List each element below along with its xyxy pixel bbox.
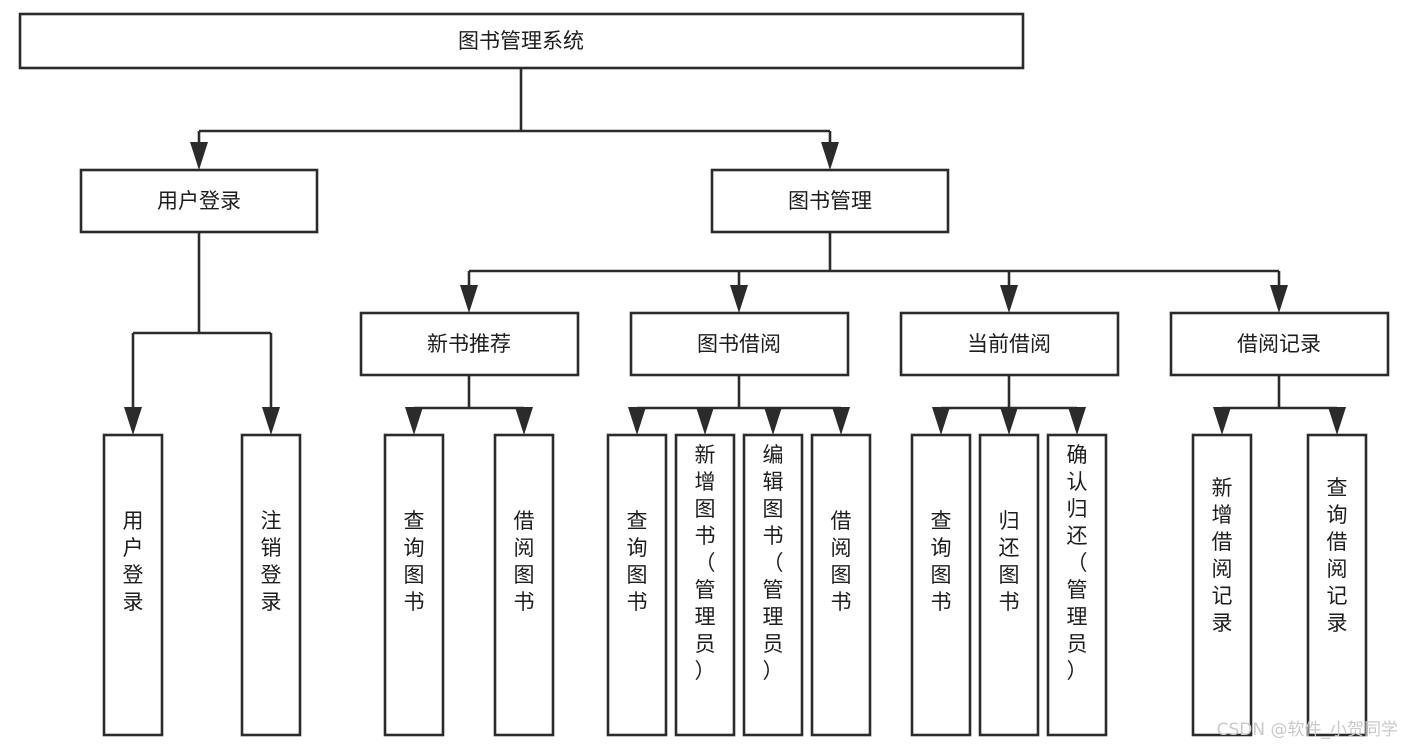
node-leaf-user-logout-label: 注销登录 [261,509,282,614]
node-root-label: 图书管理系统 [458,29,584,53]
node-book-manage-label: 图书管理 [788,189,872,213]
connector-newbook-to-leaves [405,375,533,435]
arrow-head-icon [515,407,533,435]
node-leaf-query-book-1[interactable]: 查询图书 [383,433,445,737]
node-leaf-query-book-3-label: 查询图书 [931,509,952,614]
node-leaf-query-book-3[interactable]: 查询图书 [910,433,972,737]
node-leaf-user-logout[interactable]: 注销登录 [240,433,302,737]
arrow-head-icon [628,407,646,435]
node-leaf-confirm-return[interactable]: 确认归还（管理员） [1046,433,1108,737]
arrow-head-icon [764,407,782,435]
node-user-login[interactable]: 用户登录 [79,168,319,234]
node-leaf-user-login[interactable]: 用户登录 [102,433,164,737]
node-user-login-label: 用户登录 [157,189,241,213]
node-leaf-borrow-book-1[interactable]: 借阅图书 [493,433,555,737]
arrow-head-icon [405,407,423,435]
arrow-head-icon [190,142,208,170]
node-leaf-query-record-label: 查询借阅记录 [1327,476,1348,635]
node-leaf-add-book-label: 新增图书（管理员） [695,443,716,683]
node-leaf-return-book[interactable]: 归还图书 [978,433,1040,737]
node-leaf-edit-book-label: 编辑图书（管理员） [763,443,784,683]
arrow-head-icon [262,407,280,435]
node-leaf-return-book-label: 归还图书 [999,509,1020,614]
node-book-manage[interactable]: 图书管理 [710,168,950,234]
node-book-borrow[interactable]: 图书借阅 [629,311,850,377]
node-borrow-record-label: 借阅记录 [1237,332,1321,356]
node-leaf-add-book[interactable]: 新增图书（管理员） [674,433,736,737]
arrow-head-icon [124,407,142,435]
node-leaf-add-record[interactable]: 新增借阅记录 [1191,433,1253,737]
node-leaf-edit-book[interactable]: 编辑图书（管理员） [742,433,804,737]
node-root[interactable]: 图书管理系统 [18,12,1025,70]
node-current-borrow[interactable]: 当前借阅 [899,311,1120,377]
node-current-borrow-label: 当前借阅 [967,332,1051,356]
node-borrow-record[interactable]: 借阅记录 [1169,311,1390,377]
arrow-head-icon [1328,407,1346,435]
connector-userlogin-to-leaves [124,232,280,435]
arrow-head-icon [696,407,714,435]
node-leaf-confirm-return-label: 确认归还（管理员） [1067,443,1088,683]
node-leaf-borrow-book-2[interactable]: 借阅图书 [810,433,872,737]
arrow-head-icon [821,142,839,170]
arrow-head-icon [932,407,950,435]
connector-borrowrecord-to-leaves [1213,375,1346,435]
arrow-head-icon [460,285,478,313]
node-leaf-query-book-2-label: 查询图书 [627,509,648,614]
arrow-head-icon [832,407,850,435]
connector-root-to-level2 [190,68,839,170]
connector-bookmanage-to-level3 [460,232,1288,313]
arrow-head-icon [1068,407,1086,435]
node-leaf-user-login-label: 用户登录 [123,509,144,614]
node-leaf-query-book-2[interactable]: 查询图书 [606,433,668,737]
connector-currentborrow-to-leaves [932,375,1086,435]
node-book-borrow-label: 图书借阅 [697,332,781,356]
arrow-head-icon [1213,407,1231,435]
connector-bookborrow-to-leaves [628,375,850,435]
node-new-book-recommend[interactable]: 新书推荐 [359,311,580,377]
arrow-head-icon [1000,407,1018,435]
node-leaf-query-record[interactable]: 查询借阅记录 [1306,433,1368,737]
node-leaf-borrow-book-1-label: 借阅图书 [514,509,535,614]
arrow-head-icon [1270,285,1288,313]
node-leaf-add-record-label: 新增借阅记录 [1212,476,1233,635]
csdn-watermark: CSDN @软件_小贺同学 [1217,720,1398,740]
arrow-head-icon [730,285,748,313]
node-leaf-borrow-book-2-label: 借阅图书 [831,509,852,614]
arrow-head-icon [1000,285,1018,313]
node-new-book-recommend-label: 新书推荐 [427,332,511,356]
node-leaf-query-book-1-label: 查询图书 [404,509,425,614]
